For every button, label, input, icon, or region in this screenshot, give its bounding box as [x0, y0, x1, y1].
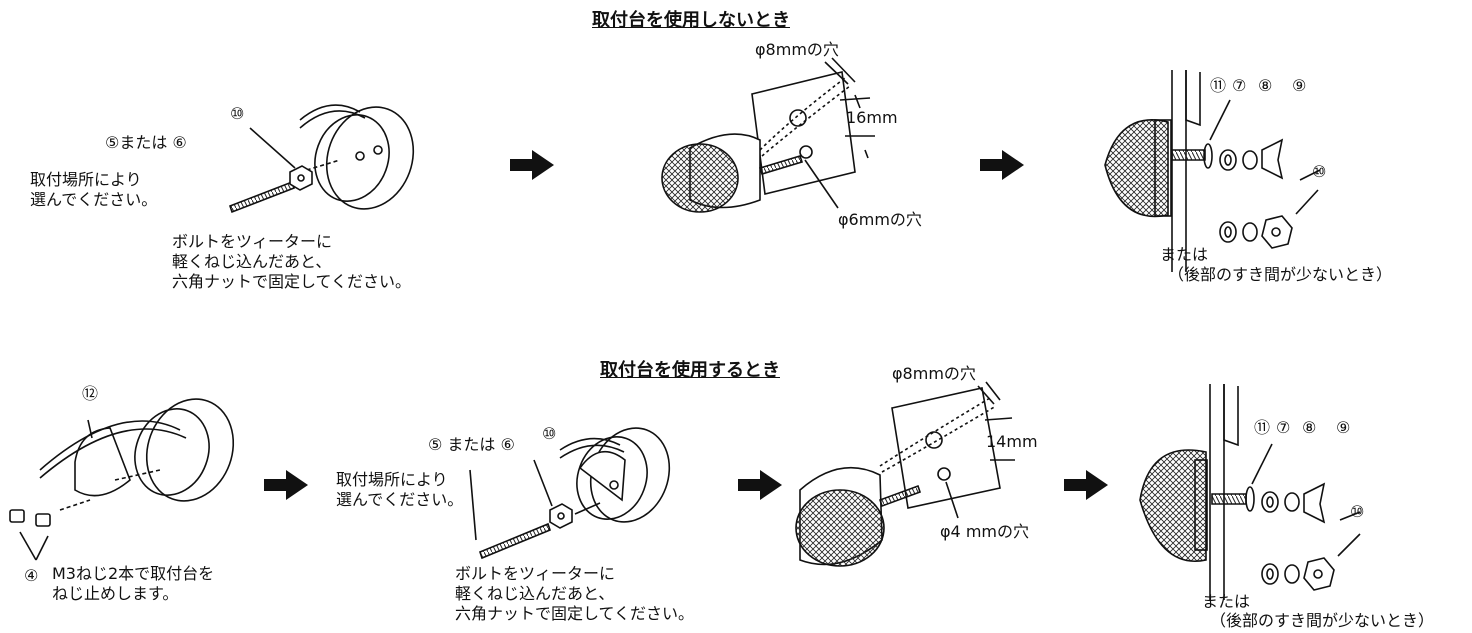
part-number-10-bottom: ⑩	[542, 424, 557, 443]
arrow-right-icon	[1064, 470, 1108, 500]
bolt-instruction-bottom-line2: 軽くねじ込んだあと、	[455, 584, 615, 603]
top-bolt	[228, 180, 296, 214]
part-number-10: ⑩	[230, 104, 245, 123]
or-label-bottom: または	[1202, 592, 1251, 611]
top-tweeter-back	[299, 104, 415, 210]
top-side-mount	[1104, 70, 1321, 272]
distance-14mm-label: 14mm	[986, 432, 1038, 451]
title-with-bracket: 取付台を使用するとき	[600, 360, 780, 381]
part-number-8-bottom: ⑧	[1302, 418, 1317, 437]
bottom-side-mount	[1139, 384, 1361, 600]
bottom-mounting-plate	[879, 381, 1015, 509]
part-number-12: ⑫	[82, 384, 99, 403]
bottom-tweeter-back	[559, 427, 671, 523]
part-bolt-label-bottom: ⑤ または ⑥	[428, 435, 515, 454]
bottom-bolt	[479, 522, 551, 560]
arrow-right-icon	[738, 470, 782, 500]
title-without-bracket: 取付台を使用しないとき	[592, 10, 790, 31]
part-number-9-bottom: ⑨	[1336, 418, 1351, 437]
top-nut	[289, 165, 313, 191]
part-number-11: ⑪	[1210, 76, 1227, 95]
top-front-tweeter	[661, 133, 804, 213]
bottom-front-tweeter	[795, 467, 922, 567]
hole-8mm-label: φ8mmの穴	[755, 40, 839, 59]
location-note-bottom-line2: 選んでください。	[336, 490, 464, 509]
part-number-8: ⑧	[1258, 76, 1273, 95]
bolt-instruction-line2: 軽くねじ込んだあと、	[172, 252, 332, 271]
screw-instruction-line2: ねじ止めします。	[52, 584, 179, 603]
location-note-bottom-line1: 取付場所により	[336, 470, 448, 489]
part-number-7: ⑦	[1232, 76, 1247, 95]
bolt-instruction-bottom-line1: ボルトをツィーターに	[455, 564, 616, 583]
part-bolt-label: ⑤または ⑥	[105, 133, 187, 152]
arrow-right-icon	[264, 470, 308, 500]
bottom-bracket-assembly	[9, 398, 235, 561]
hole-8mm-label-bottom: φ8mmの穴	[892, 364, 976, 383]
narrow-gap-note-bottom: （後部のすき間が少ないとき）	[1210, 611, 1435, 630]
part-number-4: ④	[24, 566, 39, 585]
part-number-7-bottom: ⑦	[1276, 418, 1291, 437]
arrow-right-icon	[980, 150, 1024, 180]
location-note-line1: 取付場所により	[30, 170, 142, 189]
narrow-gap-note: （後部のすき間が少ないとき）	[1168, 265, 1393, 284]
arrow-right-icon	[510, 150, 554, 180]
bolt-instruction-line1: ボルトをツィーターに	[172, 232, 333, 251]
part-number-10-bottom-side: ⑩	[1350, 502, 1365, 521]
hole-6mm-label: φ6mmの穴	[838, 210, 922, 229]
bottom-nut	[549, 502, 601, 529]
part-number-9: ⑨	[1292, 76, 1307, 95]
bolt-instruction-line3: 六角ナットで固定してください。	[172, 272, 412, 291]
location-note-line2: 選んでください。	[30, 190, 158, 209]
distance-16mm-label: 16mm	[846, 108, 898, 127]
bolt-instruction-bottom-line3: 六角ナットで固定してください。	[455, 604, 695, 623]
or-label: または	[1160, 245, 1209, 264]
part-number-11-bottom: ⑪	[1254, 418, 1271, 437]
hole-4mm-label: φ4 mmの穴	[940, 522, 1029, 541]
part-number-10b: ⑩	[1312, 162, 1327, 181]
screw-instruction-line1: M3ねじ2本で取付台を	[52, 564, 215, 583]
